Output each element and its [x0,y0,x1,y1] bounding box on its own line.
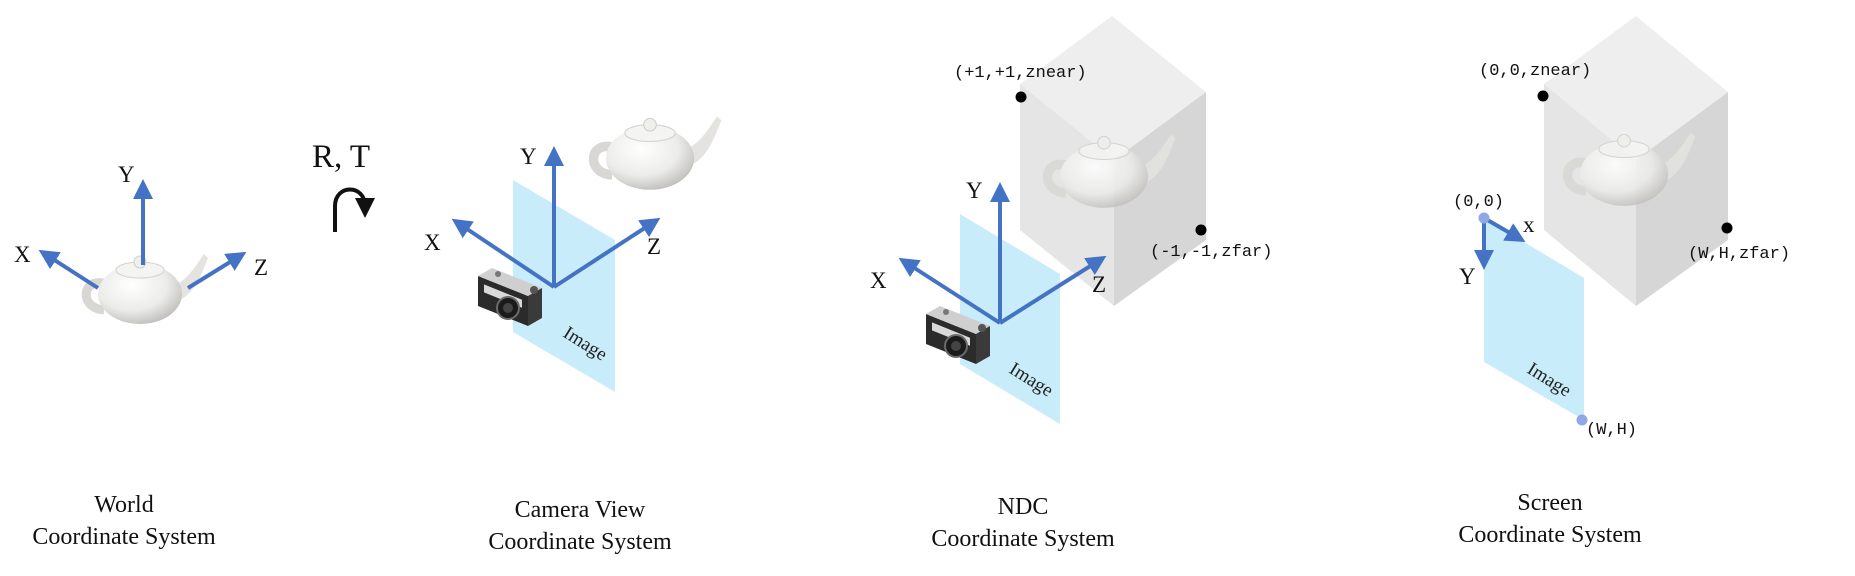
camera-caption-line2: Coordinate System [488,529,672,555]
world-panel: Y X Z World Coordinate System [14,162,268,550]
screen-corner-label: (W,H) [1586,421,1637,440]
ndc-y-label: Y [966,178,983,203]
ndc-near-point [1015,91,1027,103]
screen-near-point-label: (0,0,znear) [1479,62,1591,81]
screen-far-point [1721,222,1733,234]
screen-corner-point [1576,414,1588,426]
world-z-label: Z [254,255,268,280]
transform-label-group: R, T [312,139,375,232]
image-plane [513,180,615,392]
camera-z-axis [552,217,661,289]
screen-panel: Image x Y (0,0) (W,H) (0,0,znear) (W,H,z… [1453,16,1790,548]
screen-y-label: Y [1459,264,1476,289]
image-plane [1484,218,1584,420]
screen-cube-front [1544,84,1636,306]
screen-near-point [1537,90,1549,102]
ndc-cube-top [1020,16,1206,160]
ndc-cube-front [1020,84,1114,306]
teapot-icon [593,116,721,190]
ndc-x-label: X [870,268,887,293]
world-x-axis [38,249,100,290]
screen-x-axis [1482,216,1526,243]
world-z-axis [186,251,247,290]
screen-x-label: x [1523,212,1535,237]
ndc-far-point-label: (-1,-1,zfar) [1150,243,1272,262]
camera-y-label: Y [520,144,537,169]
ndc-panel: Image Y X Z (+1,+1,znear) (-1,-1,zfar) N… [870,16,1272,552]
screen-origin-label: (0,0) [1453,193,1504,212]
ndc-cube-side [1114,92,1206,306]
world-y-label: Y [118,162,135,187]
camera-x-label: X [424,230,441,255]
screen-caption-line1: Screen [1517,490,1582,516]
world-caption-line1: World [94,492,153,518]
ndc-caption-line1: NDC [998,494,1049,520]
camera-z-label: Z [647,234,661,259]
curved-arrow-icon [333,187,375,232]
ndc-z-axis [998,255,1107,325]
screen-cube-side [1636,92,1728,306]
ndc-caption-line2: Coordinate System [931,526,1115,552]
camera-panel: Image Y X Z Camera View Coordinate Syste… [424,116,721,555]
camera-x-axis [451,218,556,289]
ndc-z-label: Z [1092,272,1106,297]
screen-cube-top [1544,16,1728,160]
ndc-far-point [1195,224,1207,236]
screen-origin-point [1478,212,1490,224]
world-x-label: X [14,242,31,267]
transform-label: R, T [312,139,370,175]
world-caption-line2: Coordinate System [32,524,216,550]
screen-far-point-label: (W,H,zfar) [1688,245,1790,264]
ndc-x-axis [898,257,1002,325]
ndc-near-point-label: (+1,+1,znear) [954,64,1087,83]
screen-caption-line2: Coordinate System [1458,522,1642,548]
camera-caption-line1: Camera View [515,497,646,523]
